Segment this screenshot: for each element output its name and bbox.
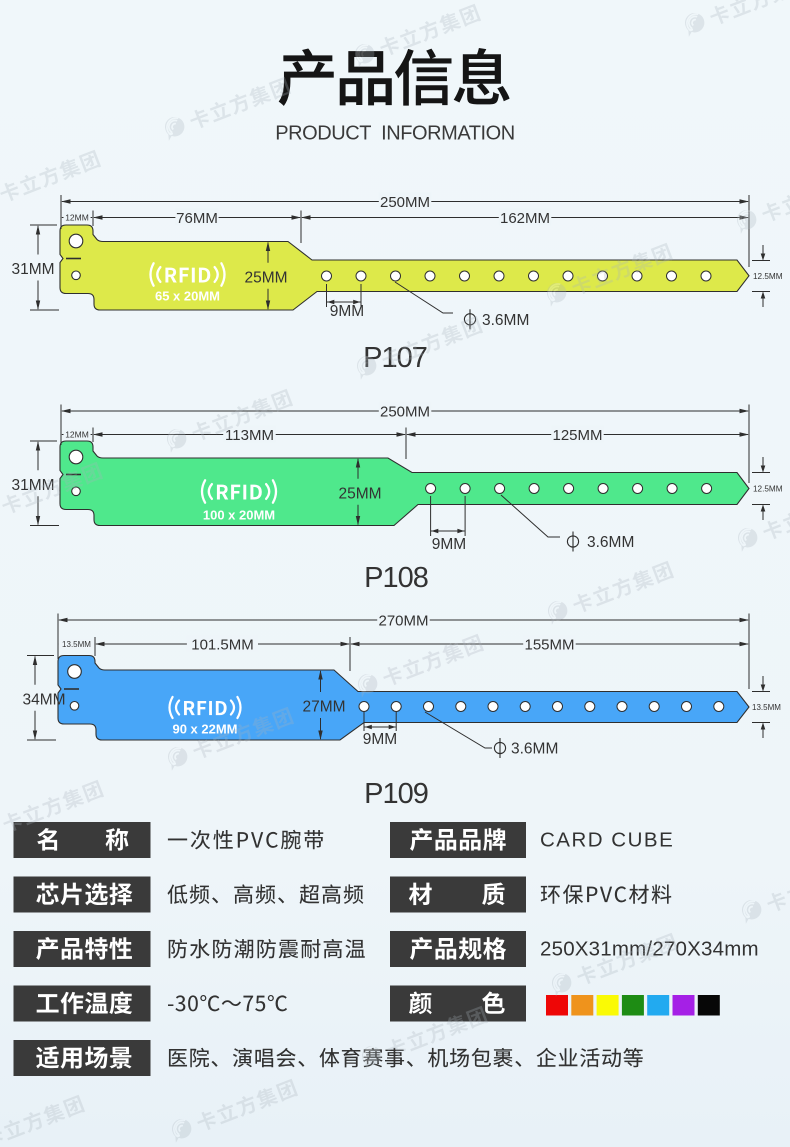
svg-text:12MM: 12MM — [65, 213, 89, 223]
svg-text:9MM: 9MM — [330, 303, 364, 320]
svg-text:250MM: 250MM — [380, 403, 430, 420]
svg-text:100 x 20MM: 100 x 20MM — [203, 508, 275, 523]
svg-text:25MM: 25MM — [244, 269, 287, 286]
svg-text:31MM: 31MM — [11, 261, 54, 278]
svg-text:125MM: 125MM — [552, 427, 602, 444]
svg-text:3.6MM: 3.6MM — [482, 312, 529, 329]
svg-text:P109: P109 — [364, 778, 428, 810]
svg-text:27MM: 27MM — [302, 699, 345, 716]
svg-text:34MM: 34MM — [22, 691, 65, 708]
svg-text:9MM: 9MM — [363, 731, 397, 748]
svg-text:270MM: 270MM — [378, 612, 428, 629]
svg-text:13.5MM: 13.5MM — [62, 640, 91, 649]
svg-text:CARD CUBE: CARD CUBE — [540, 829, 674, 852]
svg-text:101.5MM: 101.5MM — [191, 636, 254, 653]
svg-text:31MM: 31MM — [11, 477, 54, 494]
svg-text:9MM: 9MM — [432, 536, 466, 553]
svg-text:13.5MM: 13.5MM — [752, 703, 781, 712]
svg-text:12.5MM: 12.5MM — [753, 485, 783, 494]
svg-text:3.6MM: 3.6MM — [587, 534, 634, 551]
svg-text:113MM: 113MM — [225, 427, 274, 444]
svg-text:PRODUCT INFORMATION: PRODUCT INFORMATION — [275, 123, 515, 145]
svg-text:65 x 20MM: 65 x 20MM — [155, 289, 220, 304]
svg-text:162MM: 162MM — [500, 210, 550, 227]
svg-text:12.5MM: 12.5MM — [753, 272, 783, 281]
svg-text:76MM: 76MM — [176, 210, 218, 227]
svg-text:250MM: 250MM — [380, 194, 430, 211]
svg-text:3.6MM: 3.6MM — [511, 741, 558, 758]
svg-text:90 x 22MM: 90 x 22MM — [172, 722, 237, 737]
svg-text:25MM: 25MM — [338, 485, 381, 502]
svg-text:P108: P108 — [364, 562, 428, 594]
svg-text:155MM: 155MM — [524, 636, 574, 653]
svg-text:12MM: 12MM — [65, 430, 89, 440]
